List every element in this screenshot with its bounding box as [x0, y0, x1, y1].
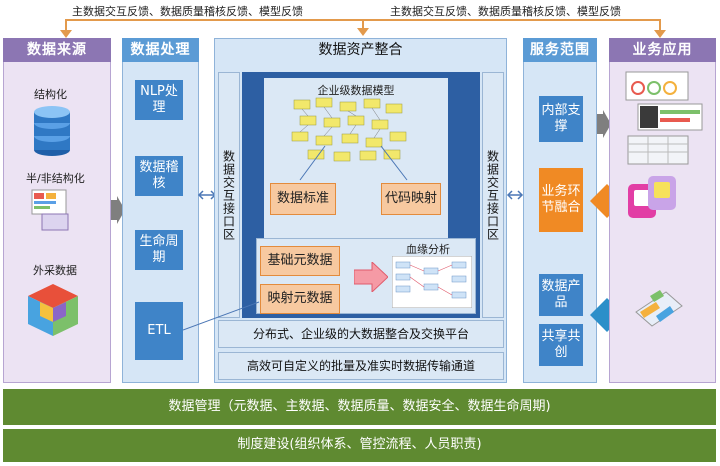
data-management-bar: 数据管理（元数据、主数据、数据质量、数据安全、数据生命周期) [3, 389, 716, 425]
left-interface-zone: 数据交互接口区 [218, 72, 240, 318]
documents-icon [31, 189, 69, 231]
cube-icon [28, 284, 78, 336]
platform-bar: 分布式、企业级的大数据整合及交换平台 [218, 320, 504, 348]
model-label: 企业级数据模型 [317, 84, 395, 97]
process-lifecycle: 生命周期 [135, 230, 183, 270]
model-connector-lines [299, 145, 408, 181]
application-title: 业务应用 [609, 38, 716, 62]
feedback-arrows [60, 19, 666, 38]
source-external-label: 外采数据 [33, 264, 77, 277]
mobile-app-icon [628, 176, 676, 218]
service-business: 业务环节融合 [539, 168, 583, 232]
product-icon [635, 290, 683, 327]
database-icon [34, 106, 70, 156]
process-etl: ETL [135, 302, 183, 360]
channel-bar: 高效可自定义的批量及准实时数据传输通道 [218, 352, 504, 380]
process-nlp: NLP处理 [135, 80, 183, 120]
model-diagram-icon [291, 97, 407, 162]
mapping-meta-box: 映射元数据 [260, 284, 340, 314]
data-standard-box: 数据标准 [270, 183, 336, 215]
process-audit: 数据稽核 [135, 156, 183, 196]
source-semistructured-label: 半/非结构化 [26, 172, 85, 185]
arrow-right-icon-2 [597, 110, 611, 138]
processing-title: 数据处理 [122, 38, 199, 62]
arrow-right-icon [111, 196, 125, 224]
double-arrow-icon-2 [506, 190, 524, 200]
service-product: 数据产品 [539, 274, 583, 316]
institution-bar: 制度建设(组织体系、管控流程、人员职责) [3, 429, 716, 462]
feedback-left-text: 主数据交互反馈、数据质量稽核反馈、模型反馈 [72, 5, 303, 18]
lineage-label: 血缘分析 [406, 243, 450, 256]
source-title: 数据来源 [3, 38, 111, 62]
etl-connector-line [183, 301, 260, 331]
service-internal: 内部支撑 [539, 96, 583, 142]
integration-title: 数据资产整合 [318, 42, 403, 58]
source-structured-label: 结构化 [34, 88, 67, 101]
code-mapping-box: 代码映射 [381, 183, 441, 215]
right-interface-zone: 数据交互接口区 [482, 72, 504, 318]
lineage-chart-icon [392, 256, 472, 308]
pink-arrow-icon [354, 262, 388, 292]
service-title: 服务范围 [523, 38, 597, 62]
base-meta-box: 基础元数据 [260, 246, 340, 276]
dashboard-screens-icon [625, 71, 703, 165]
feedback-right-text: 主数据交互反馈、数据质量稽核反馈、模型反馈 [390, 5, 621, 18]
service-share: 共享共创 [539, 324, 583, 366]
